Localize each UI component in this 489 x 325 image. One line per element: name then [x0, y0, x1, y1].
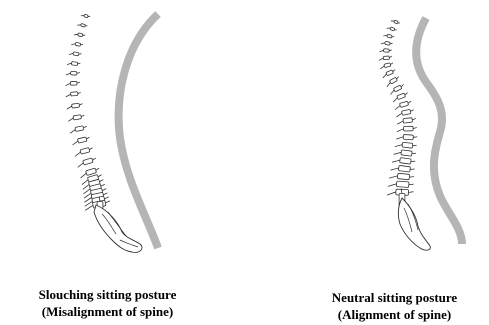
- neutral-vertebra: [388, 180, 414, 188]
- neutral-vertebra: [379, 62, 393, 69]
- slouching-vertebra: [77, 22, 87, 28]
- neutral-vertebra: [383, 33, 394, 39]
- neutral-vertebra: [389, 84, 405, 95]
- neutral-vertebra: [392, 92, 409, 102]
- neutral-vertebra: [391, 18, 400, 25]
- neutral-vertebra: [396, 134, 417, 141]
- slouching-vertebra: [67, 114, 84, 121]
- slouching-caption: Slouching sitting posture (Misalignment …: [0, 286, 215, 320]
- neutral-vertebra: [392, 157, 416, 166]
- neutral-spine-illustration: [379, 18, 430, 250]
- slouching-vertebra: [74, 147, 94, 157]
- neutral-vertebra: [381, 41, 393, 47]
- slouching-vertebra: [76, 157, 97, 167]
- slouching-vertebra: [67, 61, 80, 66]
- neutral-vertebra: [379, 48, 391, 52]
- neutral-caption-subtitle: (Alignment of spine): [300, 306, 489, 323]
- neutral-vertebra: [390, 164, 414, 173]
- neutral-vertebra: [397, 126, 417, 131]
- neutral-vertebra: [379, 56, 392, 61]
- slouching-sacrum: [94, 205, 142, 252]
- neutral-vertebra: [389, 172, 414, 181]
- slouching-vertebra: [74, 32, 85, 38]
- slouching-vertebra: [71, 41, 83, 47]
- neutral-curve-band: [416, 18, 462, 244]
- neutral-caption: Neutral sitting posture (Alignment of sp…: [300, 289, 489, 323]
- neutral-vertebrae: [379, 18, 417, 215]
- neutral-vertebra: [394, 149, 417, 157]
- slouching-vertebra: [66, 71, 80, 75]
- slouching-vertebra: [65, 91, 81, 96]
- slouching-vertebra: [65, 81, 80, 85]
- slouching-vertebra: [66, 103, 83, 109]
- neutral-vertebra: [397, 117, 417, 124]
- neutral-vertebra: [387, 25, 397, 32]
- slouching-vertebra: [69, 125, 87, 133]
- neutral-vertebra: [381, 69, 396, 78]
- slouching-caption-subtitle: (Misalignment of spine): [0, 303, 215, 320]
- slouching-vertebra: [69, 51, 81, 56]
- slouching-vertebra: [71, 136, 90, 145]
- slouching-vertebrae: [65, 13, 110, 223]
- neutral-caption-title: Neutral sitting posture: [300, 289, 489, 306]
- neutral-sacrum: [398, 198, 430, 250]
- neutral-vertebra: [395, 141, 417, 149]
- neutral-vertebra: [394, 100, 412, 110]
- slouching-curve-band: [119, 14, 158, 248]
- neutral-vertebra: [385, 76, 400, 87]
- slouching-vertebra: [81, 13, 90, 18]
- slouching-caption-title: Slouching sitting posture: [0, 286, 215, 303]
- neutral-vertebra: [396, 109, 415, 117]
